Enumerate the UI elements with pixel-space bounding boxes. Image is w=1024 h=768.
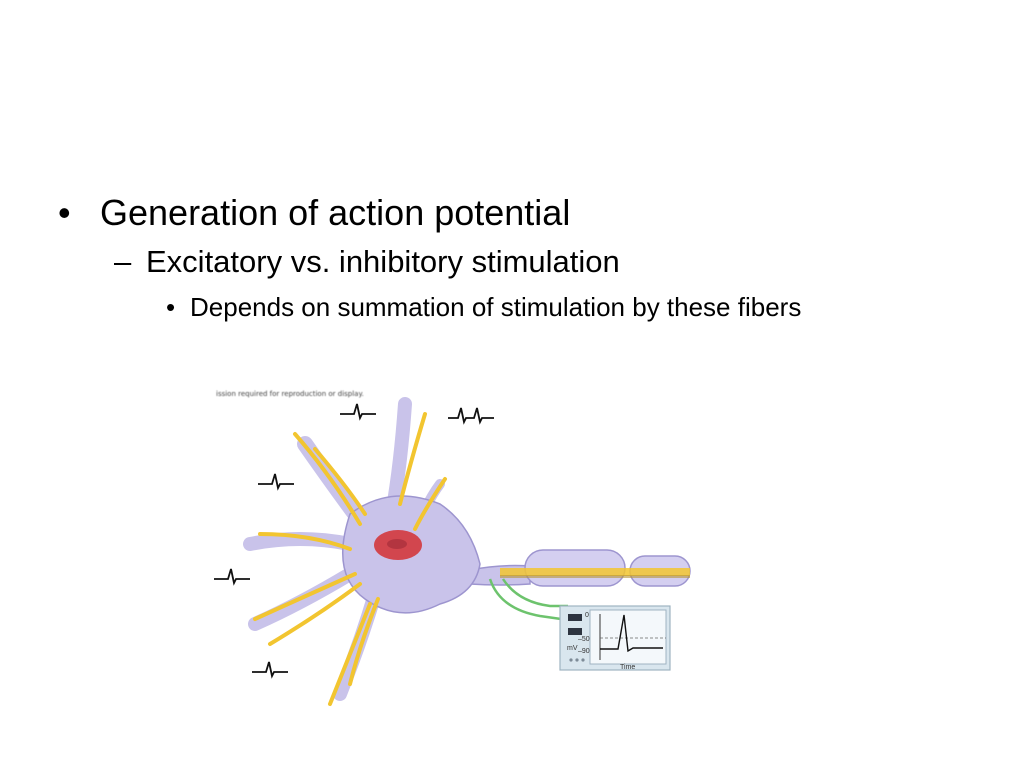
dash-marker: – [114,244,132,279]
bullet-list: • Generation of action potential – Excit… [58,190,998,324]
oscilloscope: 0 –50 –90 mV Time [559,605,671,671]
axon [469,549,691,587]
bullet-text: Generation of action potential [100,192,571,233]
bullet-level-2: – Excitatory vs. inhibitory stimulation [58,242,998,282]
figure-caption: ission required for reproduction or disp… [216,390,364,398]
scope-tick-label: –90 [578,648,590,655]
neuron-illustration: 0 –50 –90 mV Time [214,397,691,706]
scope-tick-label: –50 [578,636,590,643]
scope-tick-label: 0 [585,612,589,619]
bullet-level-1: • Generation of action potential [58,190,998,236]
bullet-marker: • [58,192,71,233]
scope-unit-label: mV [567,645,578,652]
bullet-text: Excitatory vs. inhibitory stimulation [146,244,620,279]
bullet-level-3: • Depends on summation of stimulation by… [58,290,998,324]
presynaptic-fibers [253,412,447,706]
bullet-text: Depends on summation of stimulation by t… [190,292,802,322]
spike-marks [214,403,494,679]
bullet-marker: • [166,292,176,322]
electrode-wires [488,578,569,622]
neuron-figure: 0 –50 –90 mV Time ission required for re… [200,384,700,714]
scope-x-label: Time [620,664,635,671]
